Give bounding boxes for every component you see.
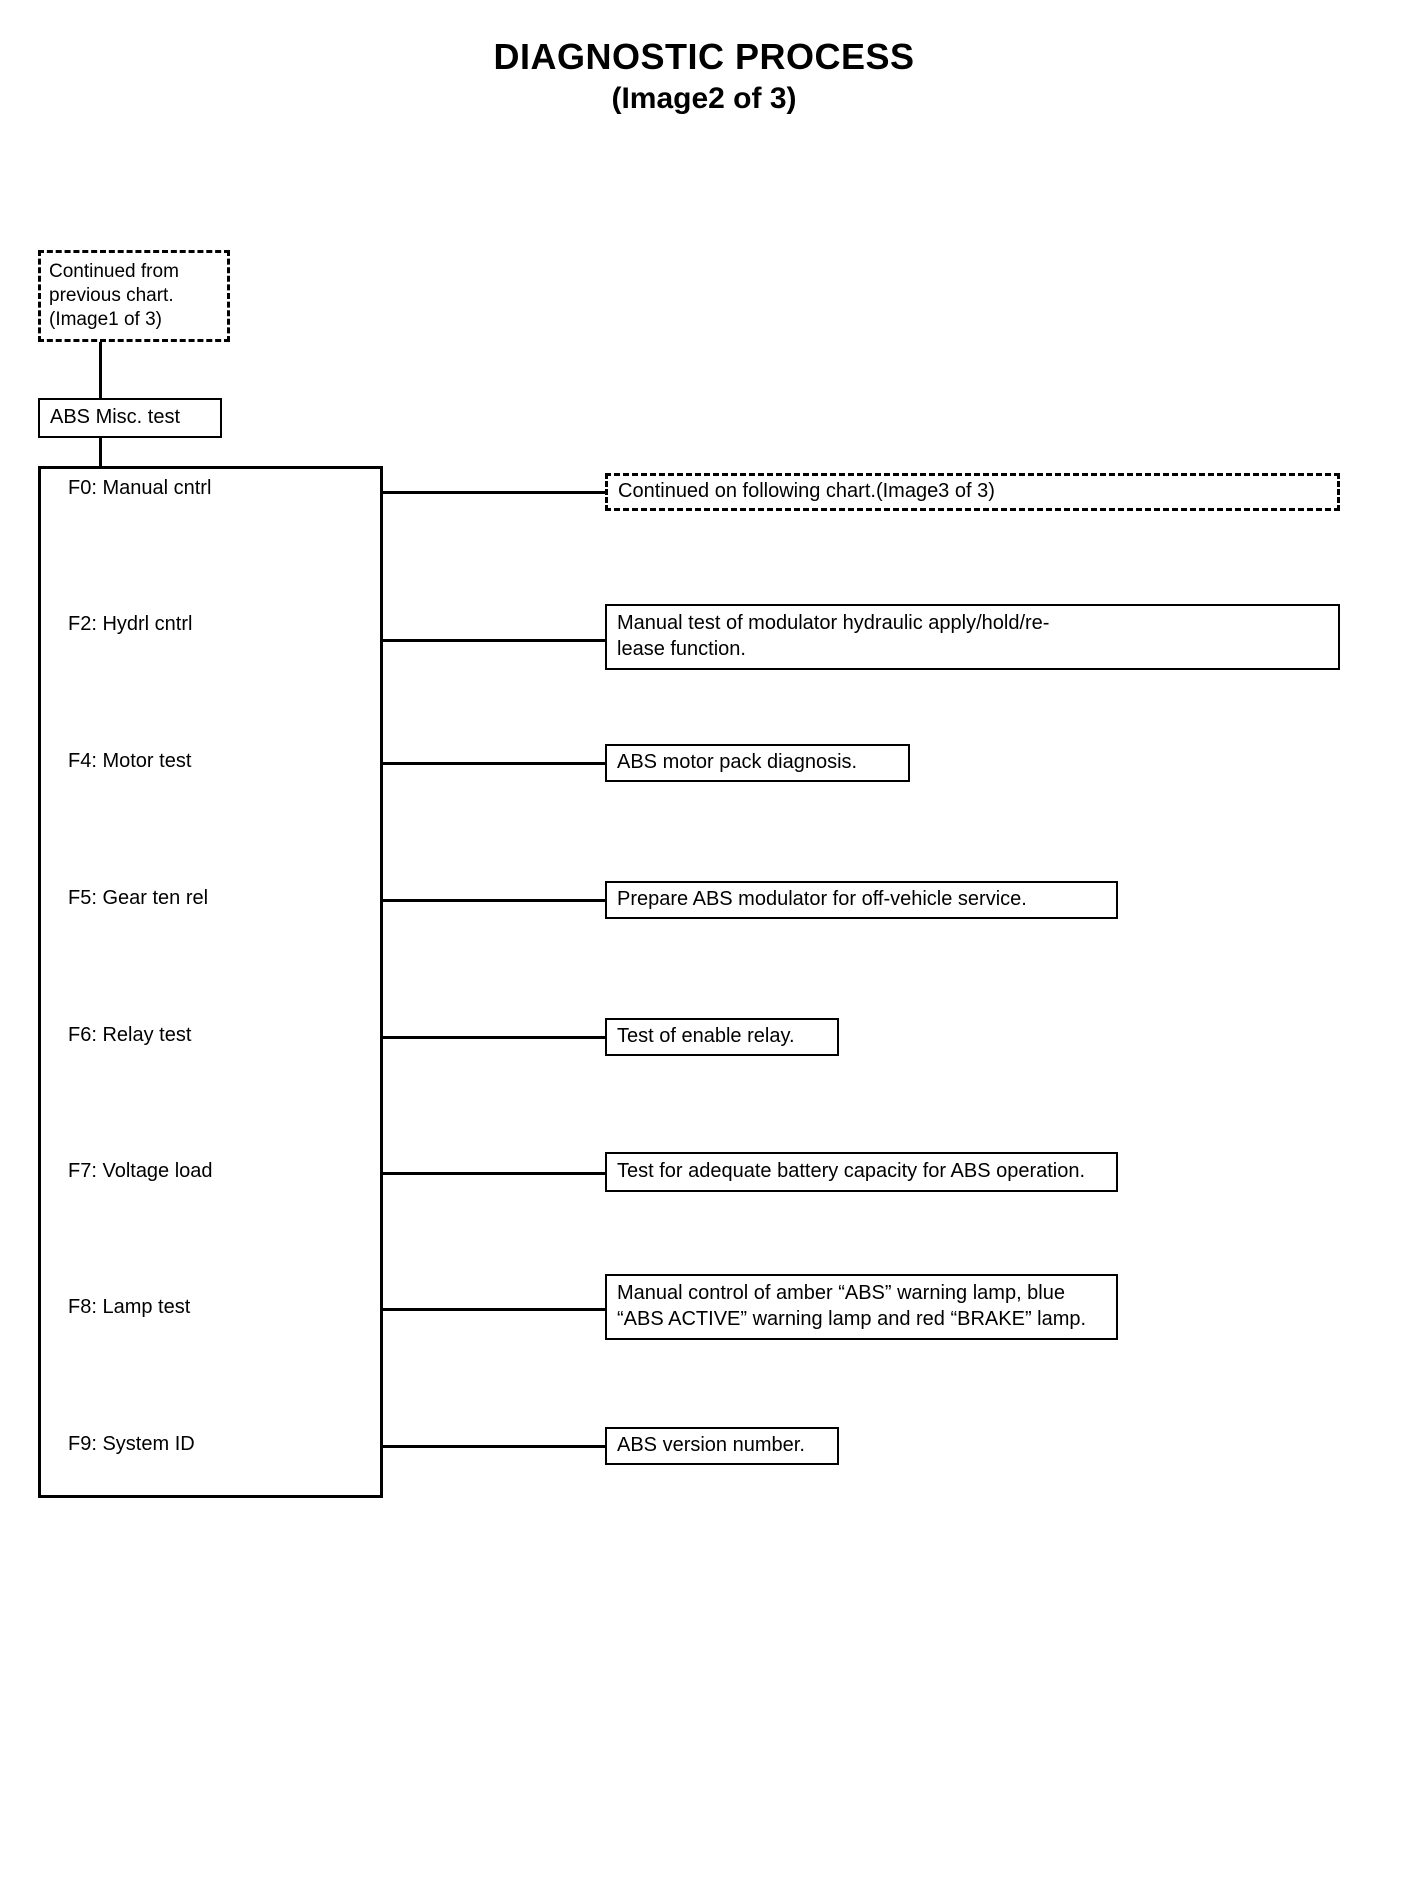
continued-from-line-3: (Image1 of 3) [49,309,162,331]
description-f8-line-2: “ABS ACTIVE” warning lamp and red “BRAKE… [617,1308,1087,1330]
page-title: DIAGNOSTIC PROCESS [493,36,915,77]
menu-item-f8[interactable]: F8: Lamp test [68,1296,191,1318]
continued-from-line-2: previous chart. [49,284,174,306]
description-f7: Test for adequate battery capacity for A… [617,1160,1086,1183]
description-f9: ABS version number. [617,1434,805,1457]
description-box-f2: Manual test of modulator hydraulic apply… [605,604,1340,670]
menu-item-f0[interactable]: F0: Manual cntrl [68,477,212,499]
connector-continued-to-root [99,342,102,398]
connector-root-to-menu [99,438,102,468]
menu-item-f7[interactable]: F7: Voltage load [68,1160,213,1182]
abs-misc-test-menu-box [38,466,383,1498]
description-f5: Prepare ABS modulator for off-vehicle se… [617,888,1027,911]
continued-from-line-1: Continued from [49,260,179,282]
description-box-f8: Manual control of amber “ABS” warning la… [605,1274,1118,1340]
chart-title-block: DIAGNOSTIC PROCESS (Image2 of 3) [0,38,1408,116]
description-f4: ABS motor pack diagnosis. [617,751,858,774]
description-box-f6: Test of enable relay. [605,1018,839,1056]
description-f6: Test of enable relay. [617,1025,795,1048]
page-subtitle: (Image2 of 3) [611,81,797,115]
connector-f6 [383,1036,605,1039]
connector-f2 [383,639,605,642]
connector-f0 [383,491,605,494]
menu-item-f4[interactable]: F4: Motor test [68,750,192,772]
connector-f7 [383,1172,605,1175]
menu-item-f6[interactable]: F6: Relay test [68,1024,192,1046]
connector-f8 [383,1308,605,1311]
continued-on-following-chart-label: Continued on following chart.(Image3 of … [618,480,995,503]
connector-f9 [383,1445,605,1448]
abs-misc-test-label: ABS Misc. test [50,406,181,429]
description-box-f7: Test for adequate battery capacity for A… [605,1152,1118,1192]
description-f8-line-1: Manual control of amber “ABS” warning la… [617,1282,1065,1305]
connector-f4 [383,762,605,765]
abs-misc-test-box: ABS Misc. test [38,398,222,438]
menu-item-f5[interactable]: F5: Gear ten rel [68,887,209,909]
description-box-f9: ABS version number. [605,1427,839,1465]
description-f2-line-1: Manual test of modulator hydraulic apply… [617,612,1050,635]
connector-f5 [383,899,605,902]
description-box-f4: ABS motor pack diagnosis. [605,744,910,782]
menu-item-f9[interactable]: F9: System ID [68,1433,195,1455]
description-f2-line-2: lease function. [617,638,746,660]
menu-item-f2[interactable]: F2: Hydrl cntrl [68,613,193,635]
continued-from-previous-chart-box: Continued from previous chart. (Image1 o… [38,250,230,342]
description-box-f5: Prepare ABS modulator for off-vehicle se… [605,881,1118,919]
continued-on-following-chart-box: Continued on following chart.(Image3 of … [605,473,1340,511]
